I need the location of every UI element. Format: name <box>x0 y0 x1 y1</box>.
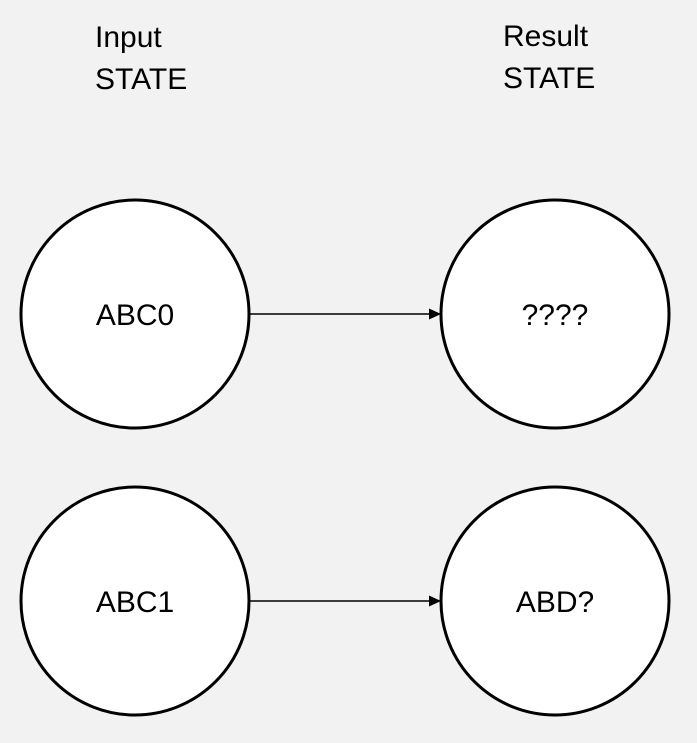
result-node-label-2: ABD? <box>516 586 594 619</box>
result-node-label-1: ???? <box>522 299 589 332</box>
result-state-node-2: ABD? <box>439 485 671 717</box>
arrow-head-2 <box>429 595 441 607</box>
input-state-node-1: ABC0 <box>19 198 251 430</box>
arrow-head-1 <box>429 308 441 320</box>
result-header-line2: STATE <box>503 62 596 95</box>
input-node-circle-2 <box>19 485 251 717</box>
input-header-line2: STATE <box>95 63 188 96</box>
transition-arrow-1 <box>250 308 441 320</box>
input-state-node-2: ABC1 <box>19 485 251 717</box>
input-state-header: Input STATE <box>95 17 187 101</box>
state-row-1: ABC0 ???? <box>19 198 671 430</box>
result-node-circle-2 <box>439 485 671 717</box>
result-node-circle-1 <box>439 198 671 430</box>
result-state-node-1: ???? <box>439 198 671 430</box>
transition-arrow-2 <box>250 595 441 607</box>
input-node-circle-1 <box>19 198 251 430</box>
result-state-header: Result STATE <box>503 16 595 100</box>
input-node-label-2: ABC1 <box>96 586 174 619</box>
input-header-line1: Input <box>95 21 162 54</box>
input-node-label-1: ABC0 <box>96 299 174 332</box>
result-header-line1: Result <box>503 20 589 53</box>
state-row-2: ABC1 ABD? <box>19 485 671 717</box>
